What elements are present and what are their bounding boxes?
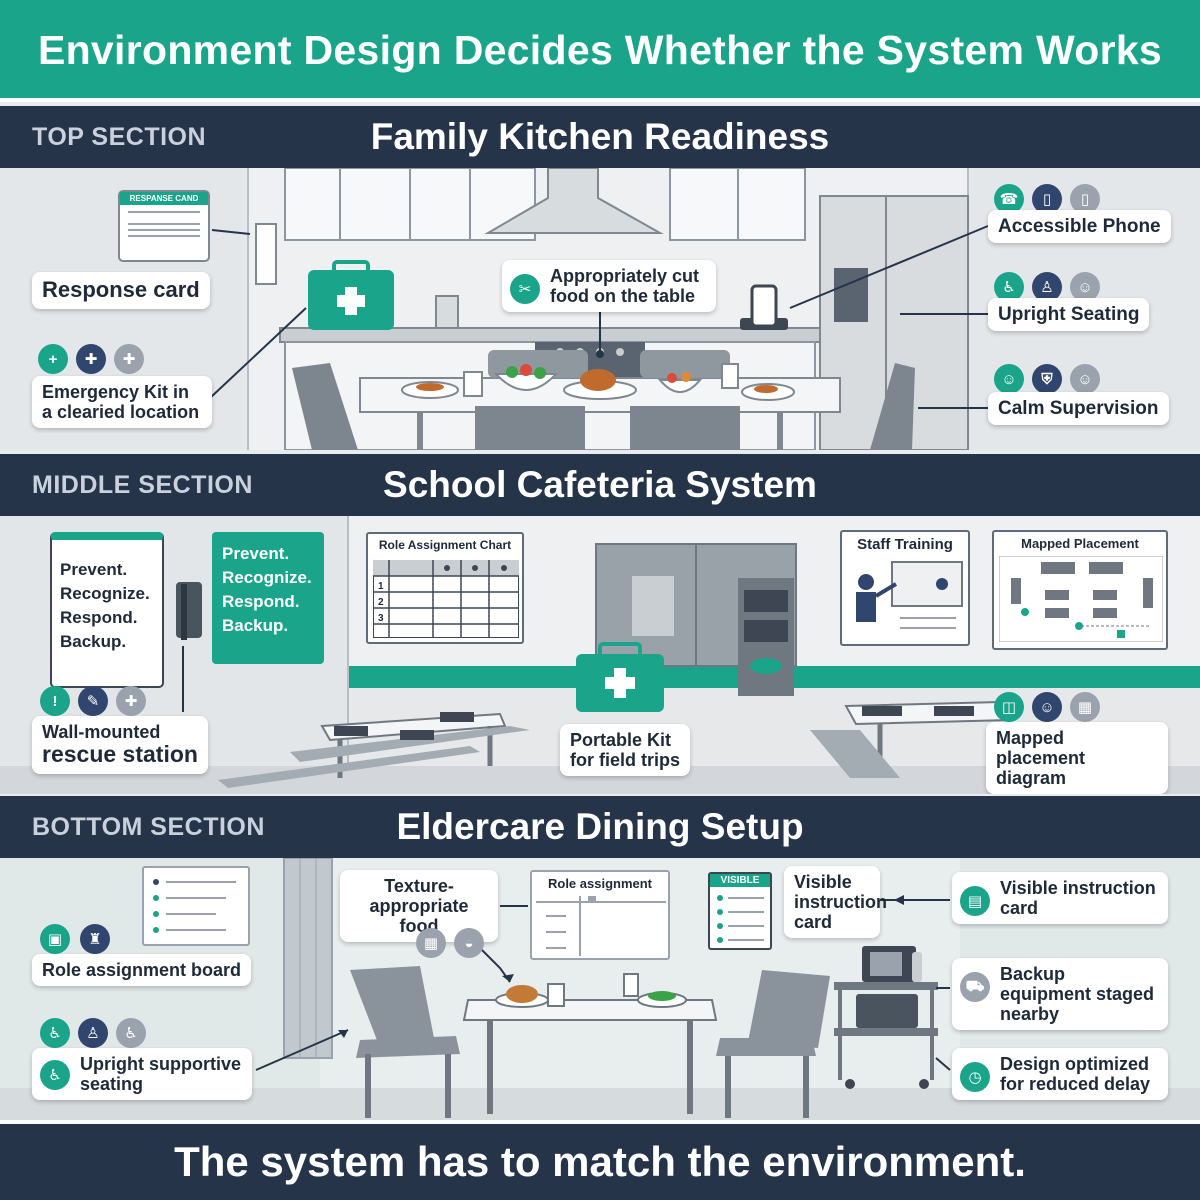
kitchen-section-header: TOP SECTION Family Kitchen Readiness (0, 106, 1200, 168)
top-banner: Environment Design Decides Whether the S… (0, 0, 1200, 102)
eldercare-section-header: BOTTOM SECTION Eldercare Dining Setup (0, 796, 1200, 858)
accessible-phone-callout: Accessible Phone (988, 210, 1171, 244)
eldercare-section-title: Eldercare Dining Setup (396, 806, 804, 847)
wheelchair-icon: ♿ (116, 1018, 146, 1048)
staff-training-title: Staff Training (857, 536, 953, 553)
calm-supervision-callout: Calm Supervision (988, 392, 1169, 426)
bowl-icon: ◒ (454, 928, 484, 958)
design-optimized-label: Design optimized for reduced delay (1000, 1054, 1151, 1095)
alert-icon: ! (40, 686, 70, 716)
mapped-placement-title: Mapped Placement (1021, 536, 1139, 551)
cafeteria-scene: Prevent. Recognize. Respond. Backup. Pre… (0, 516, 1200, 794)
texture-icon: ▦ (416, 928, 446, 958)
shield-icon: ⛨ (1032, 364, 1062, 394)
rescue-station-line-1: Wall-mounted (42, 722, 161, 742)
kit-icon: ✚ (114, 344, 144, 374)
checklist-icon: ✎ (78, 686, 108, 716)
portable-kit-callout: Portable Kit for field trips (560, 724, 690, 777)
response-card-callout: Response card (32, 272, 210, 309)
mapped-diagram-callout: Mapped placement diagram (986, 722, 1168, 794)
upright-seating-callout: Upright Seating (988, 298, 1150, 332)
document-icon: ▤ (960, 886, 990, 916)
protocol-poster-white: Prevent. Recognize. Respond. Backup. (50, 532, 164, 688)
visible-card-graphic: VISIBLE (708, 872, 772, 950)
poster-white-line-1: Prevent. (60, 560, 128, 579)
response-card-graphic: RESPANSE CAND (118, 190, 210, 262)
kitchen-section-tag: TOP SECTION (32, 123, 207, 151)
rescue-station-callout: Wall-mounted rescue station (32, 716, 208, 774)
footer-banner: The system has to match the environment. (0, 1120, 1200, 1200)
supervisor-icon: ☺ (994, 364, 1024, 394)
scissors-icon: ✂ (510, 274, 540, 304)
upright-seating-label: Upright supportive seating (80, 1054, 241, 1095)
cafeteria-section-header: MIDDLE SECTION School Cafeteria System (0, 454, 1200, 516)
role-row-2: 2 (378, 597, 384, 608)
stamp-icon: ♜ (80, 924, 110, 954)
seat-icon: ♿ (40, 1060, 70, 1090)
map-icon: ◫ (994, 692, 1024, 722)
tablet-icon: ▯ (1070, 184, 1100, 214)
chair-icon: ♿ (994, 272, 1024, 302)
poster-white-line-3: Respond. (60, 608, 138, 627)
emergency-kit-callout: Emergency Kit in a clearied location (32, 376, 212, 429)
protocol-poster-green: Prevent. Recognize. Respond. Backup. (212, 532, 324, 664)
eldercare-section-tag: BOTTOM SECTION (32, 813, 265, 841)
mapped-placement-poster: Mapped Placement (992, 530, 1168, 650)
staff-training-poster: Staff Training (840, 530, 970, 646)
response-card-header: RESPANSE CAND (120, 192, 208, 205)
seated-person-icon: ♙ (1032, 272, 1062, 302)
group-icon: ☺ (1070, 272, 1100, 302)
poster-green-line-1: Prevent. (222, 544, 290, 563)
seated-person-icon: ♙ (78, 1018, 108, 1048)
board-icon: ▣ (40, 924, 70, 954)
role-row-3: 3 (378, 613, 384, 624)
visible-instruction-label: Visible instruction card (1000, 878, 1156, 919)
cafeteria-section-tag: MIDDLE SECTION (32, 471, 253, 499)
texture-food-callout: Texture-appropriate food (340, 870, 498, 943)
kitchen-scene: RESPANSE CAND Response card + ✚ ✚ Emerge… (0, 168, 1200, 450)
eldercare-scene: Role assignment VISIBLE ▣ ♜ Role assignm… (0, 858, 1200, 1120)
role-assignment-board: Role assignment (530, 870, 670, 960)
poster-white-line-2: Recognize. (60, 584, 150, 603)
visible-card-header: VISIBLE (710, 874, 770, 887)
poster-green-line-2: Recognize. (222, 568, 312, 587)
clock-icon: ◷ (960, 1062, 990, 1092)
cut-food-label: Appropriately cut food on the table (550, 266, 700, 307)
role-row-1: 1 (378, 581, 384, 592)
person-icon: ☺ (1032, 692, 1062, 722)
mobile-icon: ▯ (1032, 184, 1062, 214)
footer-text: The system has to match the environment. (174, 1138, 1026, 1185)
cafeteria-section-title: School Cafeteria System (383, 464, 817, 505)
page-title: Environment Design Decides Whether the S… (37, 27, 1163, 73)
backup-equipment-label: Backup equipment staged nearby (1000, 964, 1155, 1025)
role-whiteboard-graphic (142, 866, 250, 946)
medical-bag-icon: ✚ (76, 344, 106, 374)
kitchen-section-title: Family Kitchen Readiness (370, 116, 830, 157)
kit-icon: ✚ (116, 686, 146, 716)
visible-card-label-callout: Visible instruction card (784, 866, 887, 939)
role-board-title: Role assignment (547, 876, 653, 891)
layout-icon: ▦ (1070, 692, 1100, 722)
role-assignment-chart: Role Assignment Chart 1 2 3 (366, 532, 524, 644)
role-chart-grid: 1 2 3 (373, 560, 519, 638)
training-illustration (856, 561, 963, 629)
poster-white-line-4: Backup. (60, 632, 127, 651)
rescue-station-line-2: rescue station (42, 741, 198, 768)
watch-icon: ☺ (1070, 364, 1100, 394)
first-aid-icon: + (38, 344, 68, 374)
floor-plan (999, 556, 1163, 642)
phone-icon: ☎ (994, 184, 1024, 214)
role-board-callout: Role assignment board (32, 954, 252, 987)
role-chart-title: Role Assignment Chart (378, 538, 512, 552)
design-optimized-callout: Design optimized for reduced delay (952, 1048, 1168, 1101)
poster-green-line-4: Backup. (222, 616, 289, 635)
truck-icon: ⛟ (960, 972, 990, 1002)
chair-icon: ♿ (40, 1018, 70, 1048)
poster-green-line-3: Respond. (222, 592, 300, 611)
